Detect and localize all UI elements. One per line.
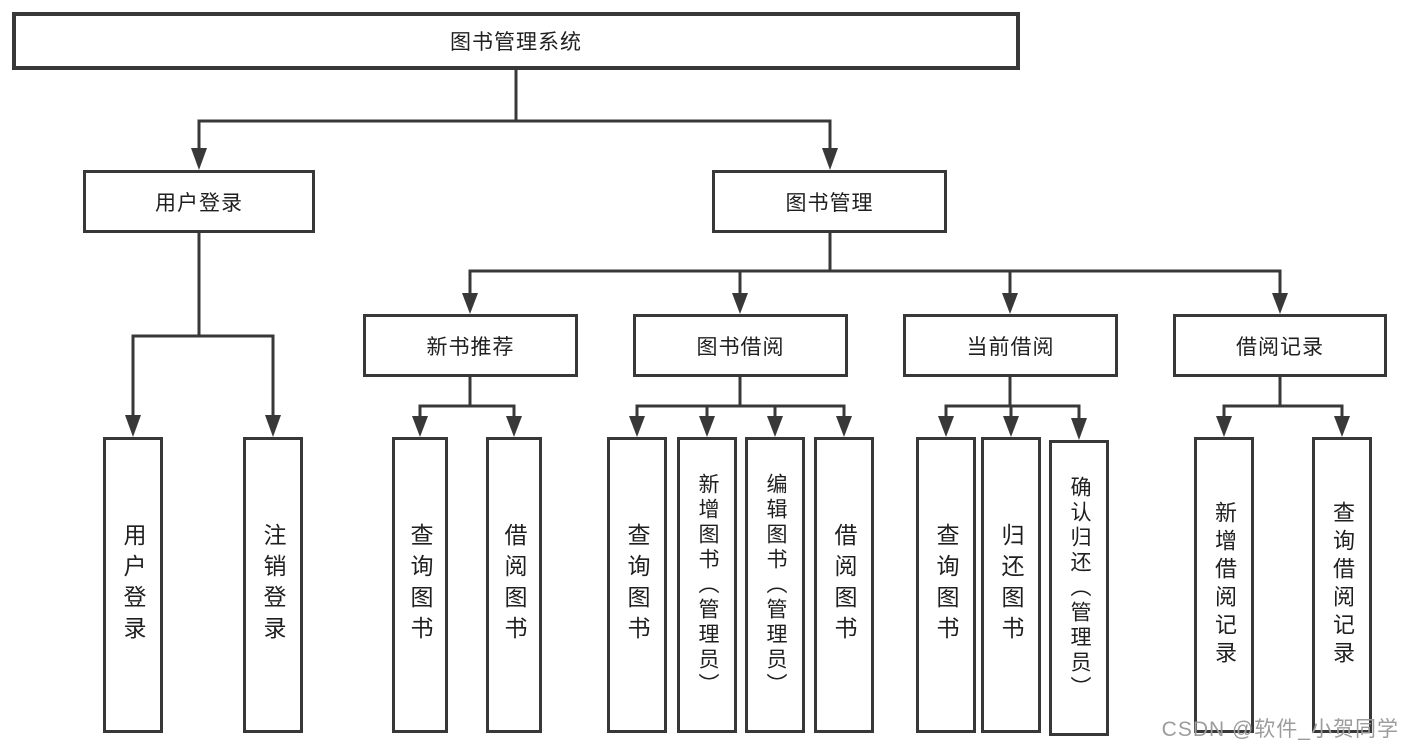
node-library-system-label: 图书管理系统: [450, 31, 582, 54]
connector-current-borrow-to-leaves: [938, 377, 1087, 440]
leaf-confirm-return-admin-label: 确认归还（管理员）: [1068, 475, 1091, 701]
connector-root-to-level2: [191, 70, 838, 170]
node-book-borrow: 图书借阅: [633, 314, 848, 377]
leaf-query-books-recommend: 查询图书: [392, 437, 448, 733]
connector-user-login-to-leaves: [125, 233, 281, 437]
connector-new-book-recommend-to-leaves: [412, 377, 522, 437]
node-book-management: 图书管理: [712, 170, 947, 233]
connector-borrow-record-to-leaves: [1216, 377, 1350, 437]
node-user-login-label: 用户登录: [155, 191, 243, 215]
leaf-query-books-recommend-label: 查询图书: [407, 523, 433, 647]
node-current-borrow: 当前借阅: [903, 314, 1118, 377]
leaf-logout-login: 注销登录: [243, 437, 303, 733]
leaf-return-books-label: 归还图书: [998, 523, 1024, 647]
leaf-query-books-current-label: 查询图书: [933, 523, 959, 647]
node-book-borrow-label: 图书借阅: [696, 335, 785, 359]
leaf-borrow-books-label: 借阅图书: [831, 523, 857, 647]
leaf-add-borrow-record-label: 新增借阅记录: [1212, 501, 1237, 669]
connector-book-borrow-to-leaves: [629, 377, 852, 437]
leaf-borrow-books-recommend-label: 借阅图书: [501, 523, 527, 647]
node-borrow-record: 借阅记录: [1173, 314, 1387, 377]
leaf-user-login: 用户登录: [103, 437, 163, 733]
leaf-query-borrow-record-label: 查询借阅记录: [1330, 501, 1355, 669]
leaf-add-borrow-record: 新增借阅记录: [1194, 437, 1254, 733]
node-new-book-recommend-label: 新书推荐: [426, 335, 515, 359]
leaf-logout-login-label: 注销登录: [260, 523, 286, 647]
leaf-add-books-admin: 新增图书（管理员）: [677, 437, 737, 733]
leaf-query-books-current: 查询图书: [916, 437, 976, 733]
leaf-query-books-borrow: 查询图书: [607, 437, 667, 733]
leaf-borrow-books: 借阅图书: [814, 437, 874, 733]
watermark: CSDN @软件_小贺同学: [1161, 718, 1399, 741]
node-borrow-record-label: 借阅记录: [1236, 335, 1324, 359]
node-user-login: 用户登录: [83, 170, 315, 233]
leaf-user-login-label: 用户登录: [120, 523, 146, 647]
node-new-book-recommend: 新书推荐: [363, 314, 578, 377]
leaf-edit-books-admin: 编辑图书（管理员）: [745, 437, 805, 733]
node-current-borrow-label: 当前借阅: [966, 335, 1055, 359]
leaf-query-borrow-record: 查询借阅记录: [1312, 437, 1372, 733]
leaf-return-books: 归还图书: [981, 437, 1041, 733]
leaf-borrow-books-recommend: 借阅图书: [486, 437, 542, 733]
node-library-system: 图书管理系统: [12, 12, 1020, 70]
node-book-management-label: 图书管理: [785, 191, 874, 215]
leaf-add-books-admin-label: 新增图书（管理员）: [696, 472, 719, 698]
leaf-confirm-return-admin: 确认归还（管理员）: [1049, 440, 1109, 736]
connector-book-management-to-level3: [462, 233, 1288, 314]
leaf-query-books-borrow-label: 查询图书: [624, 523, 650, 647]
leaf-edit-books-admin-label: 编辑图书（管理员）: [764, 472, 787, 698]
